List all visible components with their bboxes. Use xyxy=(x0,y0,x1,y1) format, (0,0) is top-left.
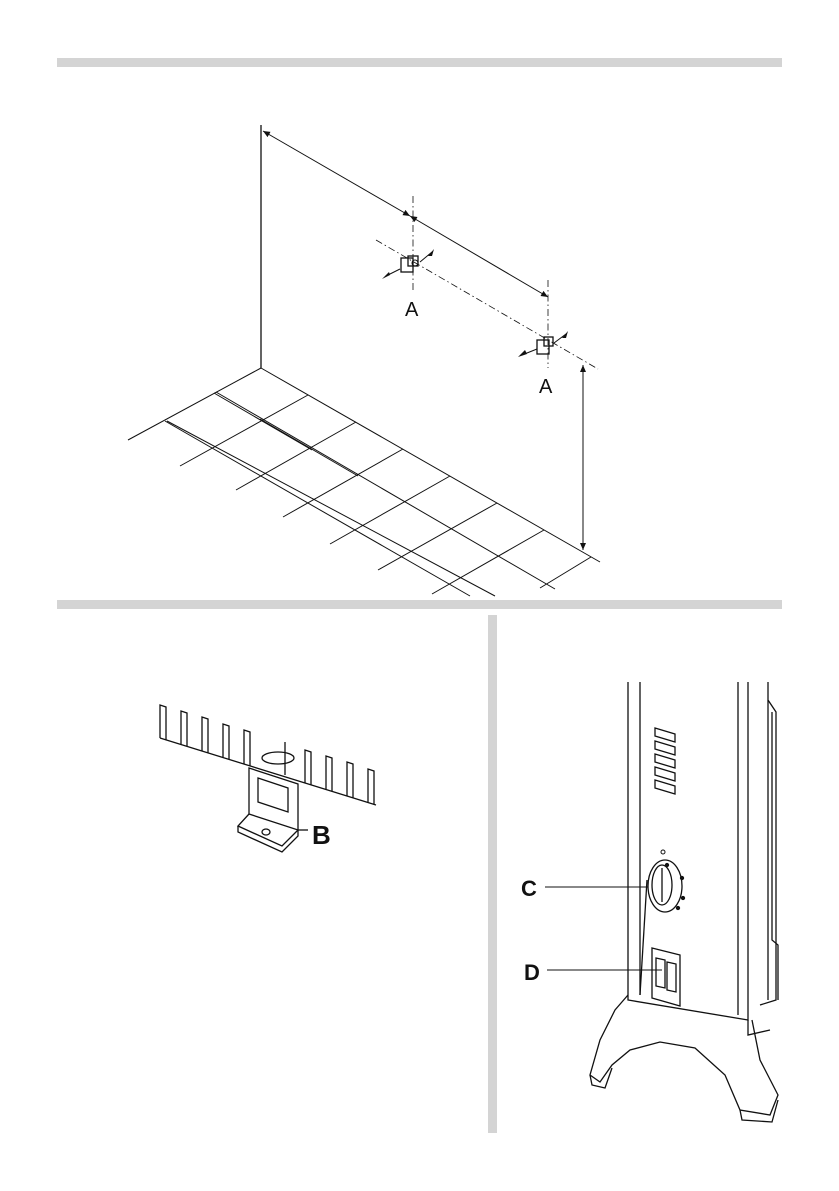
label-c: C xyxy=(521,876,537,901)
power-switch xyxy=(652,948,680,1006)
middle-divider-bar xyxy=(57,600,782,609)
wall-mounting-diagram: A A xyxy=(0,67,839,600)
bracket-b xyxy=(238,742,308,852)
label-a-left: A xyxy=(405,299,419,321)
heater-controls-diagram: C D xyxy=(500,615,800,1135)
floor-tile-grid xyxy=(128,368,600,596)
vent-grille xyxy=(655,728,675,794)
heater-base xyxy=(590,995,778,1122)
top-divider-bar xyxy=(57,58,782,67)
wall-mounting-figure: A A xyxy=(0,67,839,600)
dimension-arrow-between-brackets xyxy=(410,216,548,297)
vertical-divider-bar xyxy=(488,615,497,1133)
bracket-b-figure: B xyxy=(57,615,482,1135)
bracket-b-diagram: B xyxy=(57,615,482,1135)
bracket-a-left xyxy=(382,249,434,279)
label-b: B xyxy=(312,820,331,850)
heater-controls-figure: C D xyxy=(500,615,800,1135)
bracket-a-right xyxy=(518,331,568,357)
label-a-right: A xyxy=(539,376,553,398)
dimension-arrow-wall-to-bracket xyxy=(263,131,410,216)
heater-body xyxy=(628,682,778,1020)
label-d: D xyxy=(524,960,540,985)
